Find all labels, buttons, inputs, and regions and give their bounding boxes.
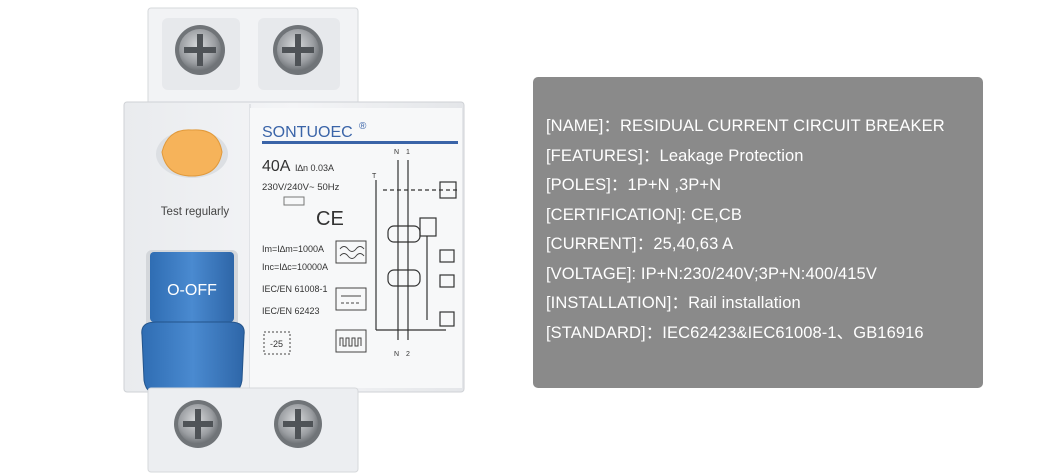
test-circuit-mark: T: [372, 173, 377, 180]
toggle-label: O-OFF: [167, 282, 217, 299]
residual-current: I∆n 0.03A: [295, 163, 334, 173]
dc-type-symbol: [335, 287, 367, 311]
product-photo: Test regularly O-OFF SONTUOEC ® 40A I∆n …: [0, 0, 520, 476]
terminal-bottom-n: N: [394, 351, 399, 358]
spec-installation: [INSTALLATION]：Rail installation: [546, 294, 801, 312]
top-screw-2: [273, 25, 323, 75]
ac-type-symbol: [335, 240, 367, 264]
registered-mark: ®: [359, 121, 367, 132]
brand-name: SONTUOEC: [262, 124, 353, 141]
wiring-schematic: [375, 160, 460, 340]
pulse-symbol: [335, 329, 367, 353]
standard-2: IEC/EN 62423: [262, 306, 320, 316]
spec-current: [CURRENT]：25,40,63 A: [546, 235, 734, 253]
brand-underline: [262, 141, 458, 144]
terminal-top-n: N: [394, 149, 399, 156]
bottom-screw-2: [274, 400, 322, 448]
spec-voltage: [VOLTAGE]: IP+N:230/240V;3P+N:400/415V: [546, 264, 877, 283]
bottom-screw-1: [174, 400, 222, 448]
toggle-handle[interactable]: [141, 321, 245, 397]
temperature-symbol: -25: [263, 331, 291, 355]
terminal-bottom-2: 2: [406, 351, 410, 358]
top-screw-1: [175, 25, 225, 75]
test-button[interactable]: [161, 129, 223, 177]
current-rating: 40A: [262, 158, 291, 175]
ce-mark: CE: [316, 208, 344, 230]
spec-standard: [STANDARD]：IEC62423&IEC61008-1、GB16916: [546, 323, 924, 342]
spec-list: [NAME]：RESIDUAL CURRENT CIRCUIT BREAKER …: [546, 115, 945, 351]
short-circuit-rating-2: Inc=I∆c=10000A: [262, 262, 328, 272]
rccb-device-illustration: Test regularly O-OFF SONTUOEC ® 40A I∆n …: [123, 7, 465, 473]
test-button-label: Test regularly: [161, 206, 230, 218]
voltage-frequency: 230V/240V~ 50Hz: [262, 182, 340, 193]
short-circuit-rating-1: Im=I∆m=1000A: [262, 244, 324, 254]
spec-name: [NAME]：RESIDUAL CURRENT CIRCUIT BREAKER: [546, 117, 945, 135]
spec-poles: [POLES]：1P+N ,3P+N: [546, 176, 722, 194]
standard-1: IEC/EN 61008-1: [262, 284, 328, 294]
spec-features: [FEATURES]：Leakage Protection: [546, 146, 804, 165]
spec-certification: [CERTIFICATION]: CE,CB: [546, 205, 742, 224]
terminal-top-1: 1: [406, 149, 410, 156]
svg-text:-25: -25: [270, 339, 283, 349]
spec-panel: [NAME]：RESIDUAL CURRENT CIRCUIT BREAKER …: [533, 77, 983, 388]
toggle-lever-top[interactable]: [150, 252, 234, 322]
